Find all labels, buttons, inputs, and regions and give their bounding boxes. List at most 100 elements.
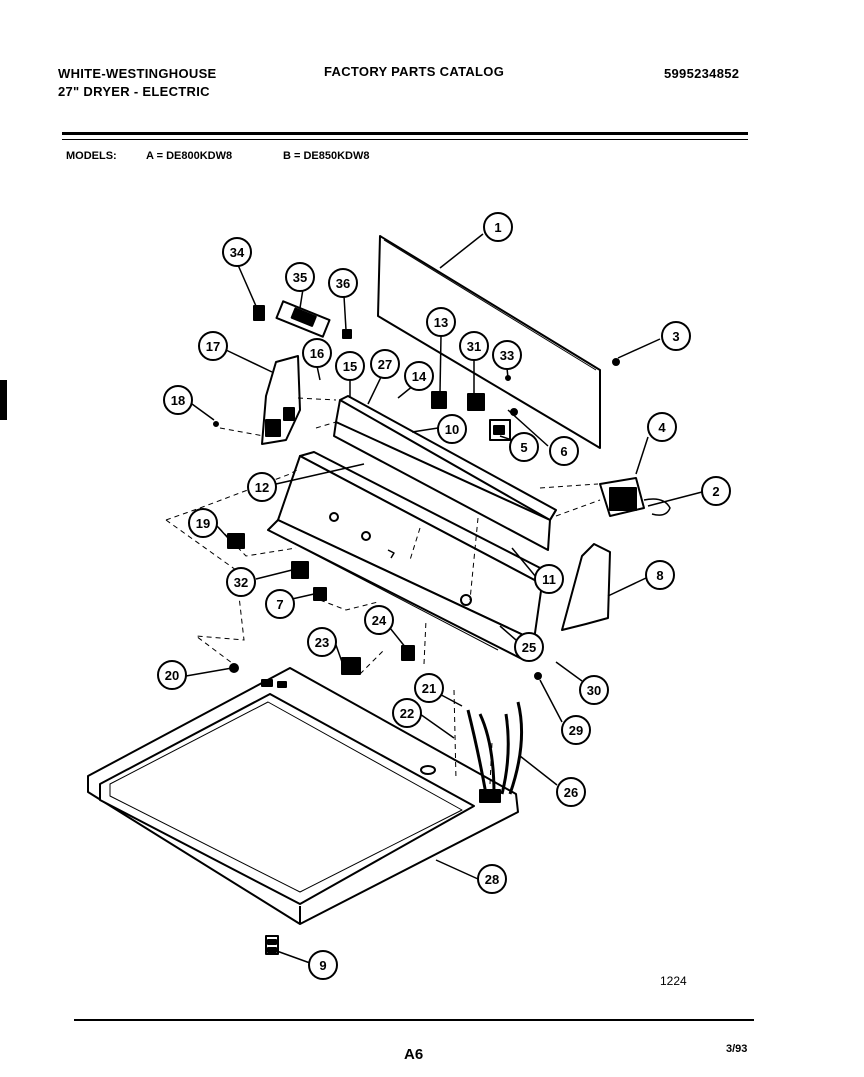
- svg-text:3: 3: [672, 329, 679, 344]
- callout-8: 8: [645, 560, 675, 590]
- top-panel: [87, 667, 519, 925]
- svg-text:15: 15: [343, 359, 357, 374]
- knob-clip-34: [253, 305, 265, 321]
- end-cap-right: [561, 543, 611, 631]
- callout-2: 2: [701, 476, 731, 506]
- scan-edge-mark: [0, 380, 7, 420]
- callout-17: 17: [198, 331, 228, 361]
- callout-34: 34: [222, 237, 252, 267]
- rear-panel: [377, 235, 601, 449]
- svg-text:7: 7: [276, 597, 283, 612]
- mounting-plate: [333, 395, 557, 551]
- callout-5: 5: [509, 432, 539, 462]
- callout-28: 28: [477, 864, 507, 894]
- callout-10: 10: [437, 414, 467, 444]
- callout-25: 25: [514, 632, 544, 662]
- svg-text:9: 9: [319, 958, 326, 973]
- svg-text:25: 25: [522, 640, 536, 655]
- svg-text:6: 6: [560, 444, 567, 459]
- model-a: A = DE800KDW8: [146, 150, 233, 162]
- svg-text:33: 33: [500, 348, 514, 363]
- callout-15: 15: [335, 351, 365, 381]
- svg-text:13: 13: [434, 315, 448, 330]
- callout-14: 14: [404, 361, 434, 391]
- switch-13: [431, 391, 447, 409]
- switch-assembly: [275, 300, 331, 338]
- svg-text:1: 1: [494, 220, 501, 235]
- callout-11: 11: [534, 564, 564, 594]
- callout-4: 4: [647, 412, 677, 442]
- brand-name: WHITE-WESTINGHOUSE: [58, 66, 217, 81]
- control-console: [267, 451, 549, 659]
- svg-text:36: 36: [336, 276, 350, 291]
- svg-text:17: 17: [206, 339, 220, 354]
- header-rule-thin: [62, 139, 748, 140]
- callout-32: 32: [226, 567, 256, 597]
- svg-text:26: 26: [564, 785, 578, 800]
- callout-20: 20: [157, 660, 187, 690]
- catalog-part-number: 5995234852: [664, 66, 740, 81]
- figure-number: 1224: [660, 974, 687, 988]
- svg-text:18: 18: [171, 393, 185, 408]
- callout-12: 12: [247, 472, 277, 502]
- svg-text:19: 19: [196, 516, 210, 531]
- svg-text:24: 24: [372, 613, 387, 628]
- callout-29: 29: [561, 715, 591, 745]
- callout-19: 19: [188, 508, 218, 538]
- callout-31: 31: [459, 331, 489, 361]
- svg-text:16: 16: [310, 346, 324, 361]
- knob-32: [291, 561, 309, 579]
- knob-24: [401, 645, 415, 661]
- svg-text:23: 23: [315, 635, 329, 650]
- callout-21: 21: [414, 673, 444, 703]
- terminal-block: [599, 477, 671, 517]
- model-b: B = DE850KDW8: [283, 150, 370, 162]
- callout-3: 3: [661, 321, 691, 351]
- svg-text:12: 12: [255, 480, 269, 495]
- part-callouts: 1 2 3 4 5 6 7 8 9 10 11 12 13 14 15 16 1…: [157, 212, 731, 980]
- callout-23: 23: [307, 627, 337, 657]
- svg-text:5: 5: [520, 440, 527, 455]
- knob-7: [313, 587, 327, 601]
- callout-7: 7: [265, 589, 295, 619]
- footer-rule: [74, 1019, 754, 1021]
- svg-text:22: 22: [400, 706, 414, 721]
- callout-9: 9: [308, 950, 338, 980]
- callout-6: 6: [549, 436, 579, 466]
- svg-text:28: 28: [485, 872, 499, 887]
- callout-22: 22: [392, 698, 422, 728]
- svg-text:21: 21: [422, 681, 436, 696]
- callout-27: 27: [370, 349, 400, 379]
- svg-text:8: 8: [656, 568, 663, 583]
- callout-30: 30: [579, 675, 609, 705]
- models-label: MODELS:: [66, 150, 117, 162]
- callout-24: 24: [364, 605, 394, 635]
- svg-text:32: 32: [234, 575, 248, 590]
- product-name: 27" DRYER - ELECTRIC: [58, 84, 210, 99]
- callout-13: 13: [426, 307, 456, 337]
- callout-16: 16: [302, 338, 332, 368]
- callout-36: 36: [328, 268, 358, 298]
- callout-33: 33: [492, 340, 522, 370]
- svg-text:4: 4: [658, 420, 666, 435]
- callout-26: 26: [556, 777, 586, 807]
- screw-36: [342, 329, 352, 339]
- svg-text:14: 14: [412, 369, 427, 384]
- catalog-title: FACTORY PARTS CATALOG: [324, 64, 505, 79]
- svg-text:27: 27: [378, 357, 392, 372]
- svg-text:2: 2: [712, 484, 719, 499]
- callout-18: 18: [163, 385, 193, 415]
- knob-19: [227, 533, 245, 549]
- svg-text:30: 30: [587, 683, 601, 698]
- svg-text:10: 10: [445, 422, 459, 437]
- svg-text:11: 11: [542, 572, 556, 587]
- page-number: A6: [404, 1046, 424, 1063]
- end-bracket-left: [261, 355, 301, 445]
- switch-31: [467, 393, 485, 411]
- callout-35: 35: [285, 262, 315, 292]
- header-rule-thick: [62, 132, 748, 135]
- svg-text:34: 34: [230, 245, 245, 260]
- svg-text:31: 31: [467, 339, 481, 354]
- knob-23: [341, 657, 361, 675]
